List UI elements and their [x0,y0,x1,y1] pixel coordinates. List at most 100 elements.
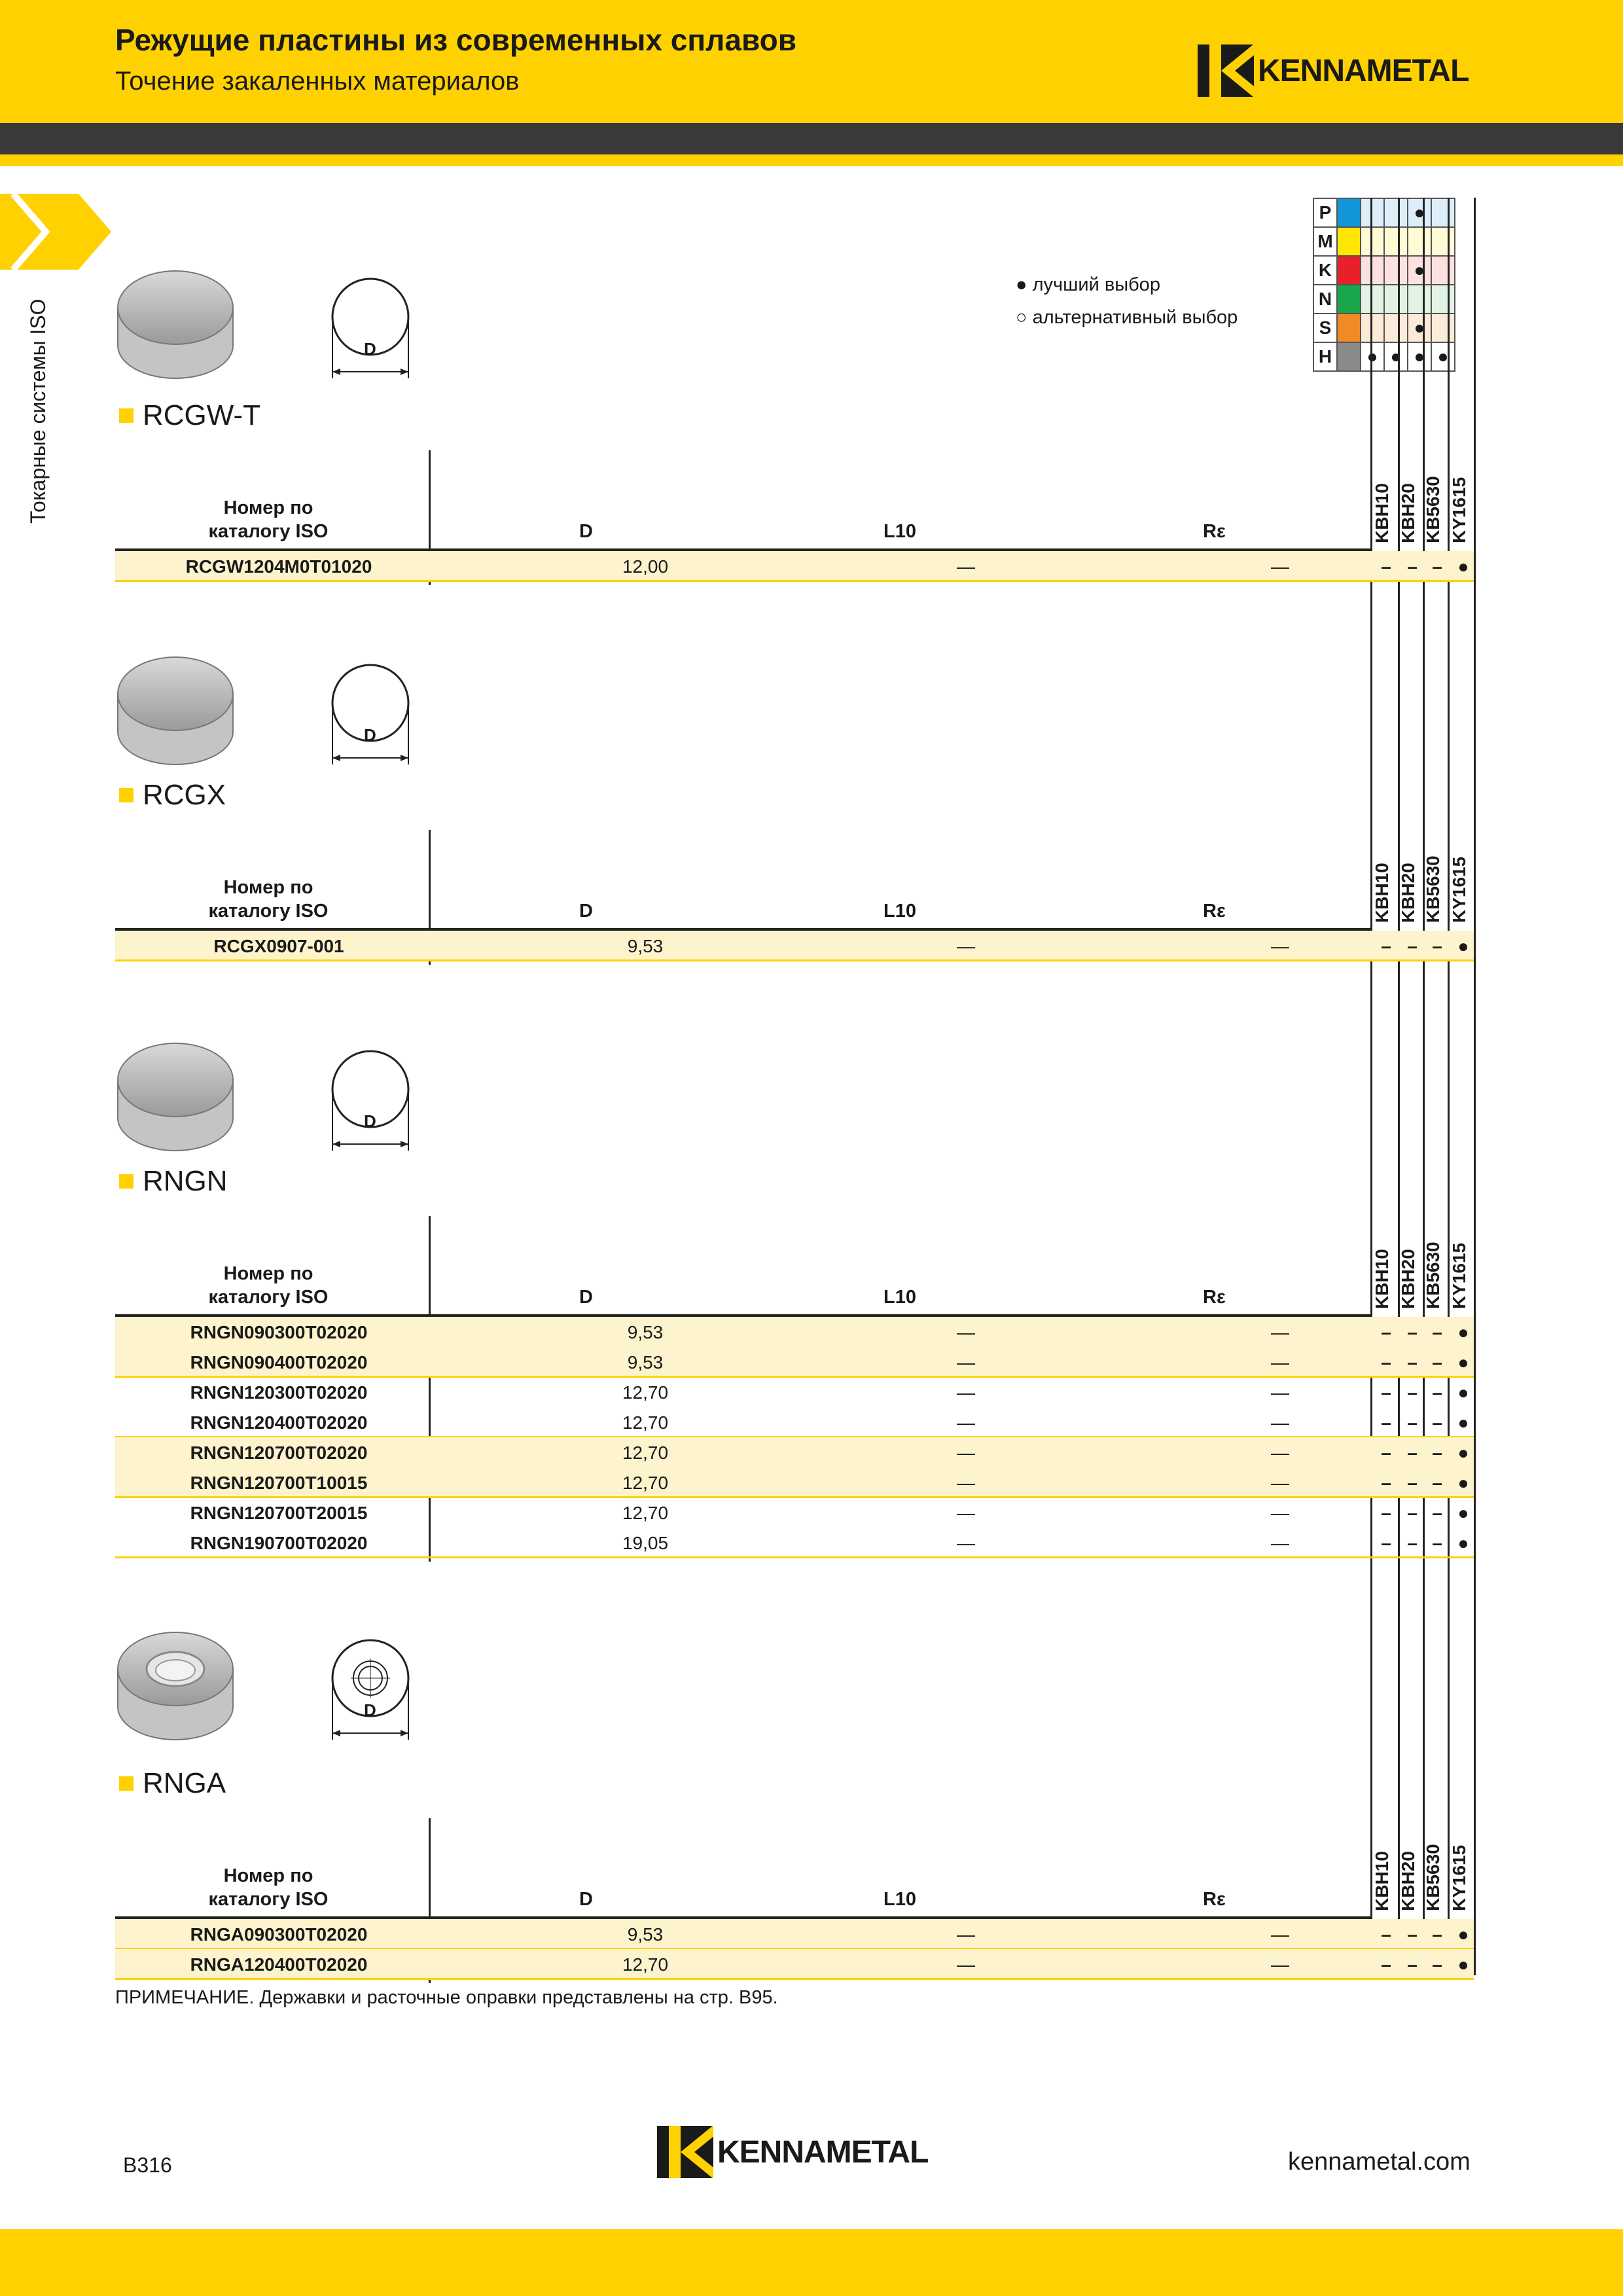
cell-re: — [1271,936,1289,956]
side-tab-chevron-icon [0,194,111,270]
material-grade-mark [1360,198,1385,228]
material-grade-mark [1431,226,1455,257]
cell-grade-mark: – [1381,1322,1391,1342]
header-rule [115,928,1372,931]
cell-re: — [1271,1954,1289,1975]
grade-header-kbh10: KBH10 [1372,1851,1392,1911]
cell-d: 12,70 [622,1503,669,1523]
kennametal-logo-icon [657,2126,713,2178]
cell-l10: — [957,936,975,956]
cell-grade-mark: – [1407,1954,1418,1975]
cell-grade-mark: – [1407,1473,1418,1493]
material-row-m: M [1313,226,1455,257]
cell-re: — [1271,1473,1289,1493]
footer-brand-text: KENNAMETAL [717,2134,929,2170]
side-section-label: Токарные системы ISO [26,298,50,524]
cell-grade-mark: – [1381,1533,1391,1553]
material-code: H [1313,342,1338,372]
cell-grade-mark: – [1432,1382,1442,1403]
cell-re: — [1271,556,1289,577]
cell-grade-mark: – [1432,1954,1442,1975]
material-row-s: S● [1313,313,1455,343]
cell-d: 9,53 [627,936,664,956]
material-grade-mark [1383,284,1408,314]
section-marker-icon [119,408,134,423]
material-color-swatch [1336,284,1361,314]
cell-grade-mark: ● [1457,1954,1469,1975]
insert-dimension-drawing [331,1639,410,1740]
cell-grade-mark: – [1407,936,1418,956]
material-color-swatch [1336,226,1361,257]
cell-l10: — [957,1412,975,1433]
grade-header-kbh20: KBH20 [1398,1851,1418,1911]
cell-grade-mark: – [1381,1924,1391,1945]
insert-dimension-drawing [331,278,410,378]
col-header-l10: L10 [883,901,916,922]
cell-iso: RNGA090300T02020 [190,1924,368,1945]
material-code: M [1313,226,1338,257]
cell-l10: — [957,1503,975,1523]
cell-grade-mark: ● [1457,556,1469,577]
footer-logo: KENNAMETAL [657,2126,929,2178]
material-grade-mark [1431,284,1455,314]
row-rule [115,960,1474,961]
section-marker-icon [119,1174,134,1189]
grade-col-line [1474,198,1476,1975]
cell-re: — [1271,1503,1289,1523]
material-row-n: N [1313,284,1455,314]
grade-col-line [1448,198,1450,1975]
section-marker-icon [119,788,134,802]
cell-grade-mark: – [1407,1352,1418,1372]
section-name: RNGA [119,1767,226,1800]
cell-l10: — [957,1954,975,1975]
cell-iso: RNGN190700T02020 [190,1533,368,1553]
col-header-re: Rε [1203,901,1226,922]
col-header-d: D [579,521,593,542]
grade-header-kbh20: KBH20 [1398,1249,1418,1309]
material-grade-mark: ● [1431,342,1455,372]
cell-grade-mark: ● [1457,1443,1469,1463]
section-name: RNGN [119,1165,228,1198]
cell-grade-mark: – [1407,1924,1418,1945]
col-header-l10: L10 [883,521,916,542]
cell-l10: — [957,1322,975,1342]
col-header-d: D [579,901,593,922]
grade-col-line [1423,198,1425,1975]
cell-grade-mark: – [1432,1412,1442,1433]
legend: ● лучший выбор ○ альтернативный выбор [1016,268,1238,334]
col-header-iso-line2: каталогу ISO [208,901,329,922]
cell-grade-mark: ● [1457,1924,1469,1945]
material-row-k: K● [1313,255,1455,285]
grade-header-kbh10: KBH10 [1372,1249,1392,1309]
page-subtitle: Точение закаленных материалов [115,67,520,96]
dimension-label: D [364,1700,376,1720]
material-grade-mark: ● [1407,255,1432,285]
footer-url[interactable]: kennametal.com [1288,2148,1471,2176]
cell-grade-mark: – [1407,1382,1418,1403]
dimension-label: D [364,1111,376,1131]
header-logo: KENNAMETAL [1198,45,1469,97]
footnote: ПРИМЕЧАНИЕ. Державки и расточные оправки… [115,1987,778,2008]
section-name: RCGW-T [119,399,260,432]
col-header-l10: L10 [883,1287,916,1308]
col-header-re: Rε [1203,1287,1226,1308]
section-marker-icon [119,1776,134,1791]
grade-header-kbh10: KBH10 [1372,863,1392,923]
cell-grade-mark: – [1381,1412,1391,1433]
material-grade-mark [1407,226,1432,257]
grade-header-kb5630: KB5630 [1423,1242,1443,1309]
col-header-iso-line1: Номер по [223,497,313,518]
iso-column-separator [429,830,431,965]
cell-iso: RCGW1204M0T01020 [185,556,372,577]
iso-column-separator [429,1818,431,1983]
material-code: N [1313,284,1338,314]
cell-grade-mark: – [1381,1352,1391,1372]
col-header-iso-line1: Номер по [223,1865,313,1886]
insert-3d-image [117,270,234,379]
cell-grade-mark: – [1432,1533,1442,1553]
row-rule [115,1496,1474,1498]
